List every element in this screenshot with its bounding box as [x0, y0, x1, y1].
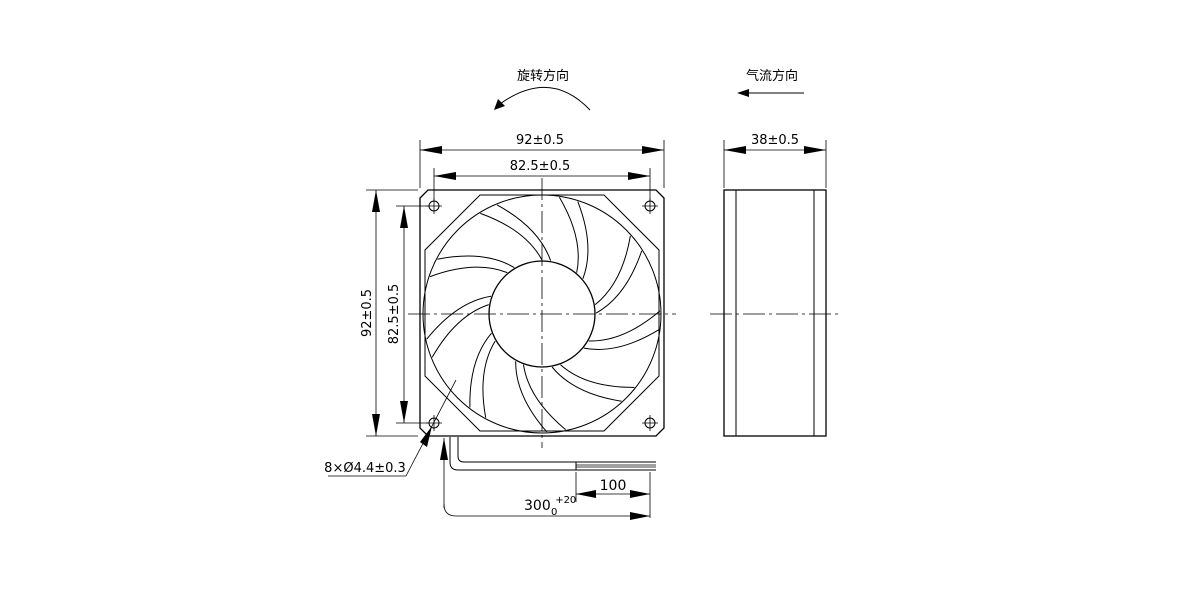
fan-front-view [408, 178, 676, 471]
rotation-arc [499, 86, 591, 111]
airflow-direction-label: 气流方向 [746, 68, 798, 84]
fan-blade-edge [480, 212, 543, 261]
fan-blade-edge [429, 266, 508, 278]
fan-blade-edge [594, 235, 631, 305]
fan-side-view [710, 189, 840, 437]
dimension-hole-spacing-height: 82.5±0.5 [387, 205, 428, 424]
thickness-label: 38±0.5 [751, 133, 799, 148]
cable-length-label: 300 +20 0 [524, 491, 581, 518]
fan-blade-edge [588, 310, 661, 342]
fan-blade-edge [583, 329, 660, 350]
airflow-arrowhead [737, 89, 749, 97]
cable-length-base: 300 [524, 498, 551, 514]
fan-blades [426, 197, 661, 433]
fan-blade-edge [426, 295, 492, 340]
cable-length-lower-tol: 0 [551, 507, 557, 518]
side-view-body [723, 189, 827, 437]
hole-spacing-height-label: 82.5±0.5 [387, 284, 402, 345]
mounting-holes-label: 8×Ø4.4±0.3 [324, 461, 406, 476]
fan-blade-edge [482, 340, 496, 418]
fan-blade-edge [560, 364, 635, 388]
fan-blade-edge [515, 361, 548, 433]
fan-blade-edge [469, 332, 492, 408]
cable-length-upper-tol: +20 [555, 495, 576, 506]
fan-blade-edge [595, 250, 643, 314]
dimension-mounting-holes: 8×Ø4.4±0.3 [324, 379, 457, 477]
dimension-outer-width: 92±0.5 [419, 133, 665, 188]
dimension-cable-strip: 100 [575, 472, 651, 518]
dimension-outer-height: 92±0.5 [360, 189, 418, 437]
airflow-direction-annotation: 气流方向 [737, 68, 804, 97]
fan-blade-edge [437, 255, 515, 269]
fan-blade-edge [431, 304, 489, 358]
rotation-direction-annotation: 旋转方向 [494, 68, 591, 111]
outer-height-label: 92±0.5 [360, 289, 375, 337]
outer-width-label: 92±0.5 [516, 133, 564, 148]
dimension-hole-spacing-width: 82.5±0.5 [433, 159, 651, 200]
mounting-holes [426, 198, 658, 431]
dimension-thickness: 38±0.5 [723, 133, 827, 188]
hole-spacing-width-label: 82.5±0.5 [510, 159, 571, 174]
fan-blade-edge [577, 201, 589, 279]
fan-blade-edge [523, 364, 566, 430]
dimension-cable-length: 300 +20 0 [440, 438, 650, 520]
fan-blade-edge [551, 366, 622, 402]
cable-strip-label: 100 [600, 478, 627, 494]
fan-cable [449, 437, 656, 471]
fan-blade-edge [558, 197, 579, 273]
rotation-direction-label: 旋转方向 [517, 68, 569, 84]
fan-blade-edge [496, 204, 552, 261]
rotation-arrowhead [494, 99, 505, 110]
fan-frame-outer [419, 189, 665, 437]
